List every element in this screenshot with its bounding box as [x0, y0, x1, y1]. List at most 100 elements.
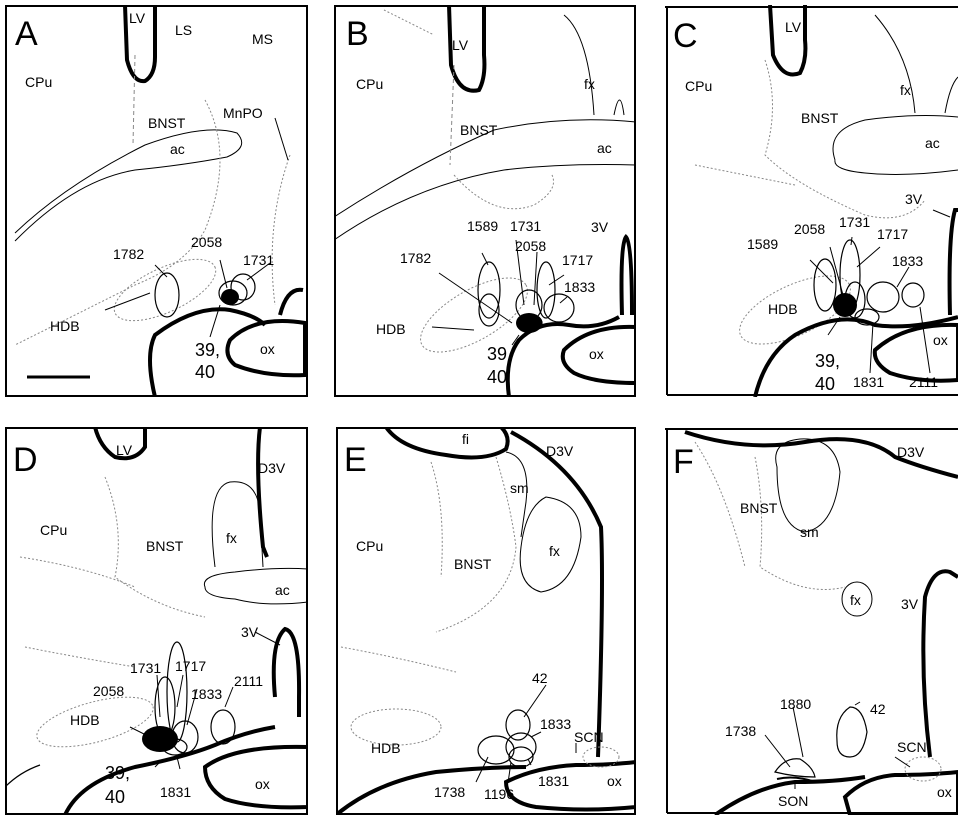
cell-label: 1833: [540, 717, 571, 731]
cell-label: 42: [532, 671, 548, 685]
cell-label: 1831: [160, 785, 191, 799]
label-lv: LV: [129, 11, 145, 25]
panel-letter: D: [13, 443, 38, 477]
cell-label: 1731: [243, 253, 274, 267]
cell-label: 2111: [909, 375, 938, 389]
panel-c: C LV CPu fx BNST ac 3V HDB ox 1589 2058 …: [665, 5, 958, 397]
label-d3v: D3V: [897, 445, 924, 459]
label-ox: ox: [589, 347, 604, 361]
label-sm: sm: [510, 481, 529, 495]
panel-b-drawing: [334, 5, 636, 397]
label-d3v: D3V: [258, 461, 285, 475]
cell-label: 1196: [484, 787, 514, 801]
label-ac: ac: [925, 136, 940, 150]
panel-a-drawing: [5, 5, 308, 397]
label-cpu: CPu: [685, 79, 712, 93]
label-bnst: BNST: [148, 116, 185, 130]
label-ms: MS: [252, 32, 273, 46]
cell-label: 1782: [400, 251, 431, 265]
panel-e: E fi D3V sm CPu BNST fx HDB ox 42 1833 S…: [336, 427, 636, 815]
label-mnpo: MnPO: [223, 106, 263, 120]
cell-label: 1833: [191, 687, 222, 701]
panel-letter: F: [673, 445, 694, 479]
label-bnst: BNST: [460, 123, 497, 137]
label-cpu: CPu: [356, 539, 383, 553]
label-ac: ac: [597, 141, 612, 155]
panel-letter: E: [344, 443, 367, 477]
label-fx: fx: [850, 593, 861, 607]
cell-label: 40: [195, 363, 215, 381]
label-ac: ac: [170, 142, 185, 156]
cell-label: 1731: [510, 219, 541, 233]
label-cpu: CPu: [25, 75, 52, 89]
label-son: SON: [778, 794, 808, 808]
cell-label: 40: [105, 788, 125, 806]
label-hdb: HDB: [50, 319, 80, 333]
cell-label: 1717: [175, 659, 206, 673]
cell-label: 2058: [794, 222, 825, 236]
label-cpu: CPu: [356, 77, 383, 91]
label-ox: ox: [937, 785, 952, 799]
cell-label: 40: [487, 368, 507, 386]
cell-label: 1880: [780, 697, 811, 711]
cell-label: 1831: [538, 774, 569, 788]
label-ox: ox: [255, 777, 270, 791]
label-3v: 3V: [591, 220, 608, 234]
label-ox: ox: [933, 333, 948, 347]
cell-label: 1589: [747, 237, 778, 251]
cell-label: 1731: [839, 215, 870, 229]
label-ox: ox: [260, 342, 275, 356]
label-hdb: HDB: [70, 713, 100, 727]
label-hdb: HDB: [371, 741, 401, 755]
cell-label: 40: [815, 375, 835, 393]
cell-label: 39,: [815, 352, 840, 370]
label-bnst: BNST: [454, 557, 491, 571]
label-ls: LS: [175, 23, 192, 37]
panel-a: A LV LS MS CPu BNST MnPO ac HDB ox 1782 …: [5, 5, 308, 397]
cell-label: 2058: [93, 684, 124, 698]
cell-label: 2111: [234, 674, 263, 688]
panel-letter: C: [673, 19, 698, 53]
label-lv: LV: [116, 443, 132, 457]
panel-f: F D3V BNST sm fx 3V 1880 42 1738 SCN SON…: [665, 427, 958, 815]
label-d3v: D3V: [546, 444, 573, 458]
label-lv: LV: [785, 20, 801, 34]
cell-label: 39,: [487, 345, 512, 363]
panel-letter: A: [15, 17, 38, 51]
label-fi: fi: [462, 432, 469, 446]
label-3v: 3V: [241, 625, 258, 639]
cell-label: 1738: [434, 785, 465, 799]
cell-label: 1831: [853, 375, 884, 389]
cell-label: 1717: [877, 227, 908, 241]
cell-label: 42: [870, 702, 886, 716]
panel-d-drawing: [5, 427, 308, 815]
cell-label: 1833: [892, 254, 923, 268]
label-3v: 3V: [901, 597, 918, 611]
label-sm: sm: [800, 525, 819, 539]
panel-f-drawing: [665, 427, 958, 815]
label-fx: fx: [900, 83, 911, 97]
label-ac: ac: [275, 583, 290, 597]
cell-label: 1731: [130, 661, 161, 675]
panel-b: B LV CPu fx BNST ac 3V HDB ox 1589 1731 …: [334, 5, 636, 397]
label-hdb: HDB: [768, 302, 798, 316]
label-fx: fx: [584, 77, 595, 91]
cell-label: 39,: [195, 341, 220, 359]
label-3v: 3V: [905, 192, 922, 206]
label-hdb: HDB: [376, 322, 406, 336]
panel-d: D LV D3V CPu BNST fx ac 3V HDB ox 1731 1…: [5, 427, 308, 815]
injection-site: [221, 289, 239, 305]
label-fx: fx: [226, 531, 237, 545]
cell-label: 2058: [191, 235, 222, 249]
cell-label: 2058: [515, 239, 546, 253]
cell-label: 39,: [105, 764, 130, 782]
panel-letter: B: [346, 17, 369, 51]
cell-label: 1589: [467, 219, 498, 233]
label-lv: LV: [452, 38, 468, 52]
label-cpu: CPu: [40, 523, 67, 537]
label-scn: SCN: [574, 730, 604, 744]
label-bnst: BNST: [146, 539, 183, 553]
label-bnst: BNST: [801, 111, 838, 125]
label-fx: fx: [549, 544, 560, 558]
label-scn: SCN: [897, 740, 927, 754]
